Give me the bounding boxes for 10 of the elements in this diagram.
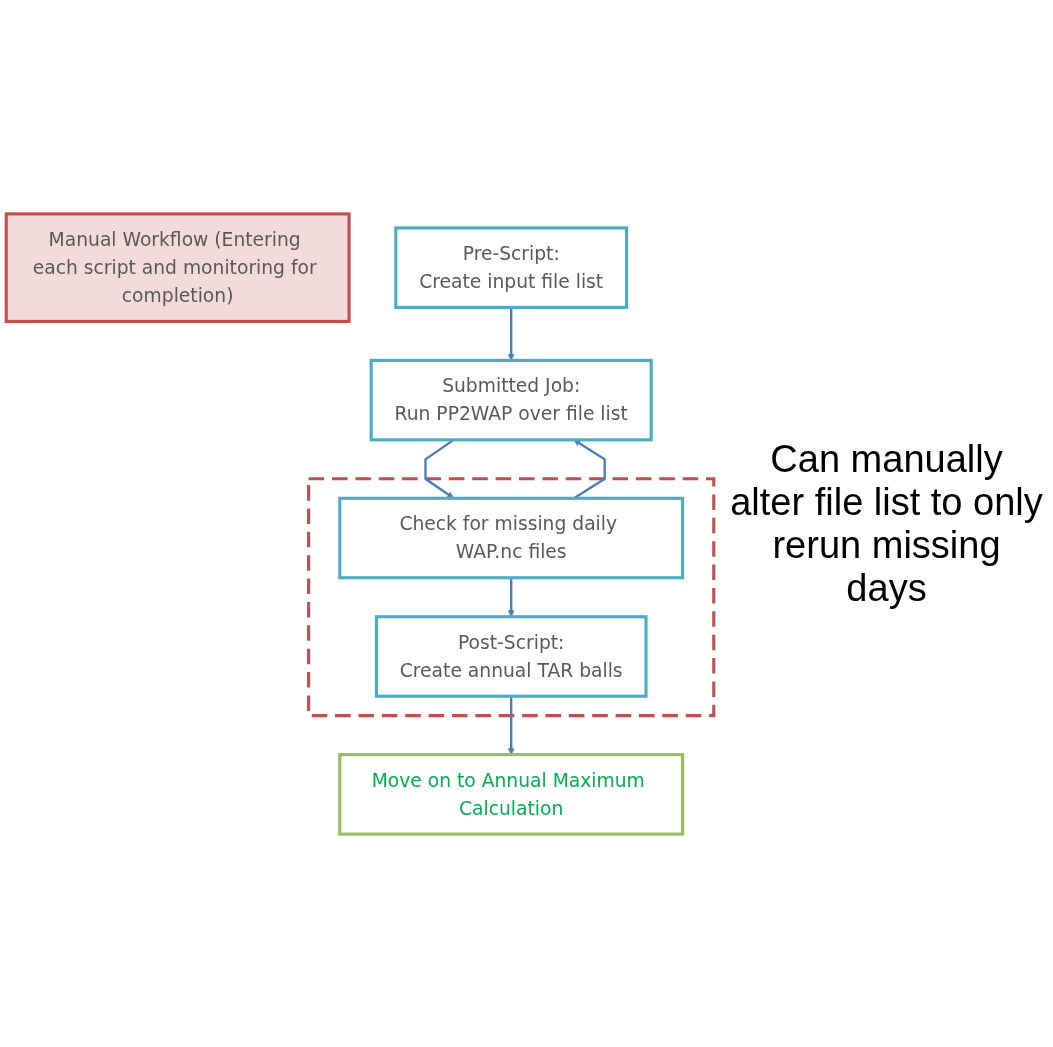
node-box: Check for missing daily WAP.nc files — [338, 496, 685, 579]
arrow — [507, 577, 515, 617]
cluster — [307, 476, 716, 717]
node-box: Manual Workflow (Entering each script and monitoring for completion) — [4, 211, 351, 323]
node-box: Post-Script: Create annual TAR balls — [374, 614, 648, 698]
note-text: Can manually alter file list to only rerun missing days — [730, 437, 1043, 610]
node-box: Move on to Annual Maximum Calculation — [338, 752, 685, 836]
node-box: Pre-Script: Create input file list — [394, 225, 629, 309]
arrow — [507, 695, 515, 755]
node-box: Submitted Job: Run PP2WAP over file list — [369, 358, 653, 441]
